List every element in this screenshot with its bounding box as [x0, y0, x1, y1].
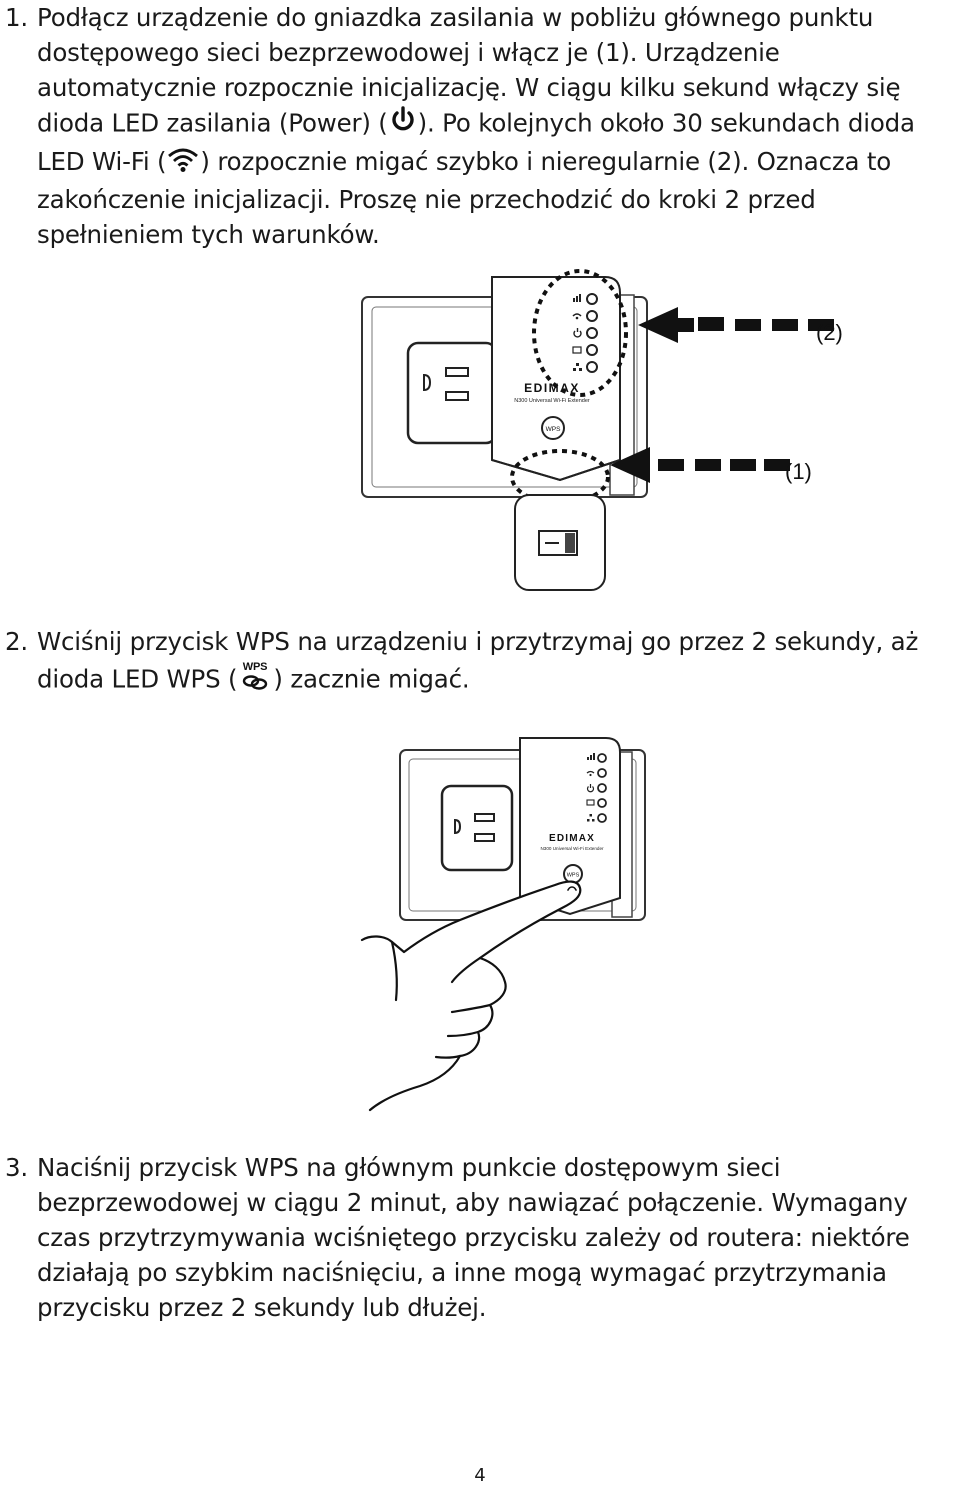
device-model-label: N300 Universal Wi-Fi Extender: [514, 398, 590, 404]
step-1-line-4b: ). Po kolejnych około 30 sekundach dioda: [417, 108, 915, 138]
step-2-line-2a: dioda LED WPS (: [37, 664, 238, 694]
step-2-line-1: Wciśnij przycisk WPS na urządzeniu i prz…: [37, 627, 919, 656]
step-2-text: Wciśnij przycisk WPS na urządzeniu i prz…: [37, 624, 957, 702]
device-model-label: N300 Universal Wi-Fi Extender: [540, 846, 604, 851]
callout-led-label: (2): [816, 320, 843, 345]
step-3-number: 3.: [5, 1153, 28, 1182]
step-2-line-2: dioda LED WPS ( WPS ) zacznie migać.: [37, 659, 957, 702]
step-1-line-5b: ) rozpocznie migać szybko i nieregularni…: [200, 147, 892, 176]
step-1-line-4a: dioda LED zasilania (Power) (: [37, 108, 388, 138]
arrow-power: [610, 447, 790, 483]
step-1-line-3: automatycznie rozpocznie inicjalizację. …: [37, 73, 901, 102]
wps-icon-label: WPS: [243, 661, 267, 673]
step-1-line-1: Podłącz urządzenie do gniazdka zasilania…: [37, 3, 874, 32]
step-1-line-5a: LED Wi-Fi (: [37, 147, 167, 176]
wps-button: [541, 416, 565, 440]
figure-press-wps: EDIMAX N300 Universal Wi-Fi Extender WPS: [340, 730, 670, 1140]
step-2-line-2b: ) zacznie migać.: [273, 664, 470, 694]
wps-button-label: WPS: [546, 426, 561, 433]
device-brand-label: EDIMAX: [549, 833, 595, 844]
led-indicators: [572, 293, 598, 373]
led-indicators: [586, 753, 607, 823]
figure-device-plug-in: EDIMAX N300 Universal Wi-Fi Extender WPS…: [340, 265, 940, 595]
hand-pressing-icon: [360, 880, 582, 1112]
step-1-line-2: dostępowego sieci bezprzewodowej i włącz…: [37, 38, 780, 67]
step-2: 2. Wciśnij przycisk WPS na urządzeniu i …: [0, 624, 940, 696]
device-brand-label: EDIMAX: [524, 381, 580, 395]
step-1-number: 1.: [5, 3, 28, 32]
power-switch: [514, 494, 606, 591]
step-3-text: Naciśnij przycisk WPS na głównym punkcie…: [37, 1150, 957, 1325]
step-3: 3. Naciśnij przycisk WPS na głównym punk…: [0, 1150, 940, 1330]
power-icon: [388, 105, 418, 144]
step-3-line-4: działają po szybkim naciśnięciu, a inne …: [37, 1258, 887, 1287]
wifi-icon: [166, 145, 200, 182]
step-3-line-1: Naciśnij przycisk WPS na głównym punkcie…: [37, 1153, 781, 1182]
page-number: 4: [474, 1465, 486, 1486]
arrow-led: [638, 307, 834, 343]
step-3-line-5: przycisku przez 2 sekundy lub dłużej.: [37, 1293, 487, 1322]
outlet-socket: [440, 784, 514, 872]
step-3-line-2: bezprzewodowej w ciągu 2 minut, aby nawi…: [37, 1188, 908, 1217]
step-2-number: 2.: [5, 627, 28, 656]
step-1-text: Podłącz urządzenie do gniazdka zasilania…: [37, 0, 957, 252]
callout-power-label: (1): [785, 459, 812, 484]
extender-device: [519, 737, 633, 918]
wps-icon: WPS: [237, 659, 273, 702]
step-1-line-4: dioda LED zasilania (Power) ( ). Po kolej…: [37, 105, 957, 144]
step-1-line-5: LED Wi-Fi ( ) rozpocznie migać szybko i n…: [37, 144, 957, 182]
outlet-socket: [406, 341, 498, 445]
led-callout-circle: [532, 269, 628, 397]
step-3-line-3: czas przytrzymywania wciśniętego przycis…: [37, 1223, 910, 1252]
step-1: 1. Podłącz urządzenie do gniazdka zasila…: [0, 0, 940, 249]
step-1-line-7: spełnieniem tych warunków.: [37, 219, 380, 249]
wps-button-label: WPS: [567, 873, 580, 879]
power-callout-circle: [510, 449, 610, 505]
step-1-line-6: zakończenie inicjalizacji. Proszę nie pr…: [37, 184, 816, 214]
